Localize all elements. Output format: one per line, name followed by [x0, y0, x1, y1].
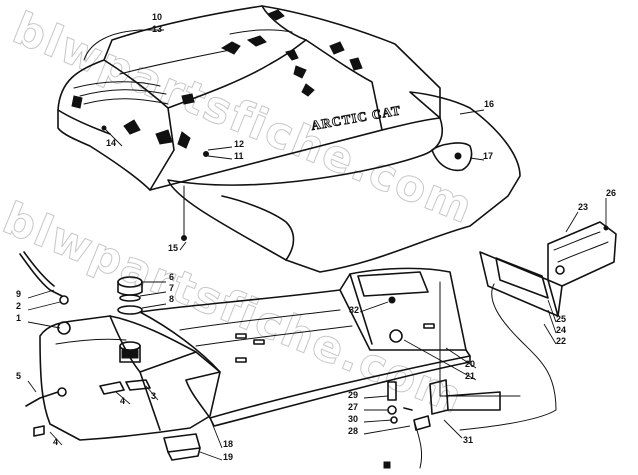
- callout-18: 18: [223, 439, 233, 449]
- callout-28: 28: [348, 426, 358, 436]
- callout-2: 2: [16, 301, 21, 311]
- callout-27: 27: [348, 402, 358, 412]
- callout-1: 1: [16, 313, 21, 323]
- callout-4: 4: [120, 396, 125, 406]
- callout-9: 9: [16, 289, 21, 299]
- taillight-assembly: [479, 198, 617, 317]
- callout-31: 31: [463, 435, 473, 445]
- callout-10: 10: [152, 12, 162, 22]
- callout-7: 7: [169, 283, 174, 293]
- callout-8: 8: [169, 294, 174, 304]
- callout-22: 22: [556, 336, 566, 346]
- fuel-tank: [39, 315, 221, 441]
- watermark-text: blwpartsfiche.com: [6, 3, 481, 234]
- callout-5: 5: [16, 371, 21, 381]
- callout-17: 17: [483, 151, 493, 161]
- callout-3: 3: [151, 391, 156, 401]
- mounting-hardware: [363, 381, 413, 435]
- callout-13: 13: [152, 24, 162, 34]
- callout-23: 23: [578, 202, 588, 212]
- callout-24: 24: [556, 325, 566, 335]
- callout-30: 30: [348, 414, 358, 424]
- seat-latch: [163, 417, 223, 461]
- callout-15: 15: [168, 243, 178, 253]
- callout-16: 16: [484, 99, 494, 109]
- callout-32: 32: [349, 305, 359, 315]
- callout-11: 11: [234, 151, 244, 161]
- fuel-cap: [117, 276, 167, 315]
- back-cover: [167, 91, 521, 273]
- seat-base: [139, 267, 471, 427]
- callout-6: 6: [169, 272, 174, 282]
- seat-cushion: [57, 5, 441, 191]
- callout-4: 4: [53, 437, 58, 447]
- callout-20: 20: [465, 359, 475, 369]
- callout-26: 26: [606, 188, 616, 198]
- callout-19: 19: [223, 452, 233, 462]
- callout-25: 25: [556, 314, 566, 324]
- wiring-harness: [383, 281, 557, 469]
- callout-21: 21: [465, 371, 475, 381]
- callout-12: 12: [234, 139, 244, 149]
- callout-14: 14: [106, 138, 116, 148]
- watermark-text: blwpartsfiche.com: [0, 193, 471, 424]
- callout-29: 29: [348, 390, 358, 400]
- fuel-line: [19, 251, 69, 329]
- seat-hardware: [83, 29, 485, 381]
- drain-hose: [25, 379, 159, 446]
